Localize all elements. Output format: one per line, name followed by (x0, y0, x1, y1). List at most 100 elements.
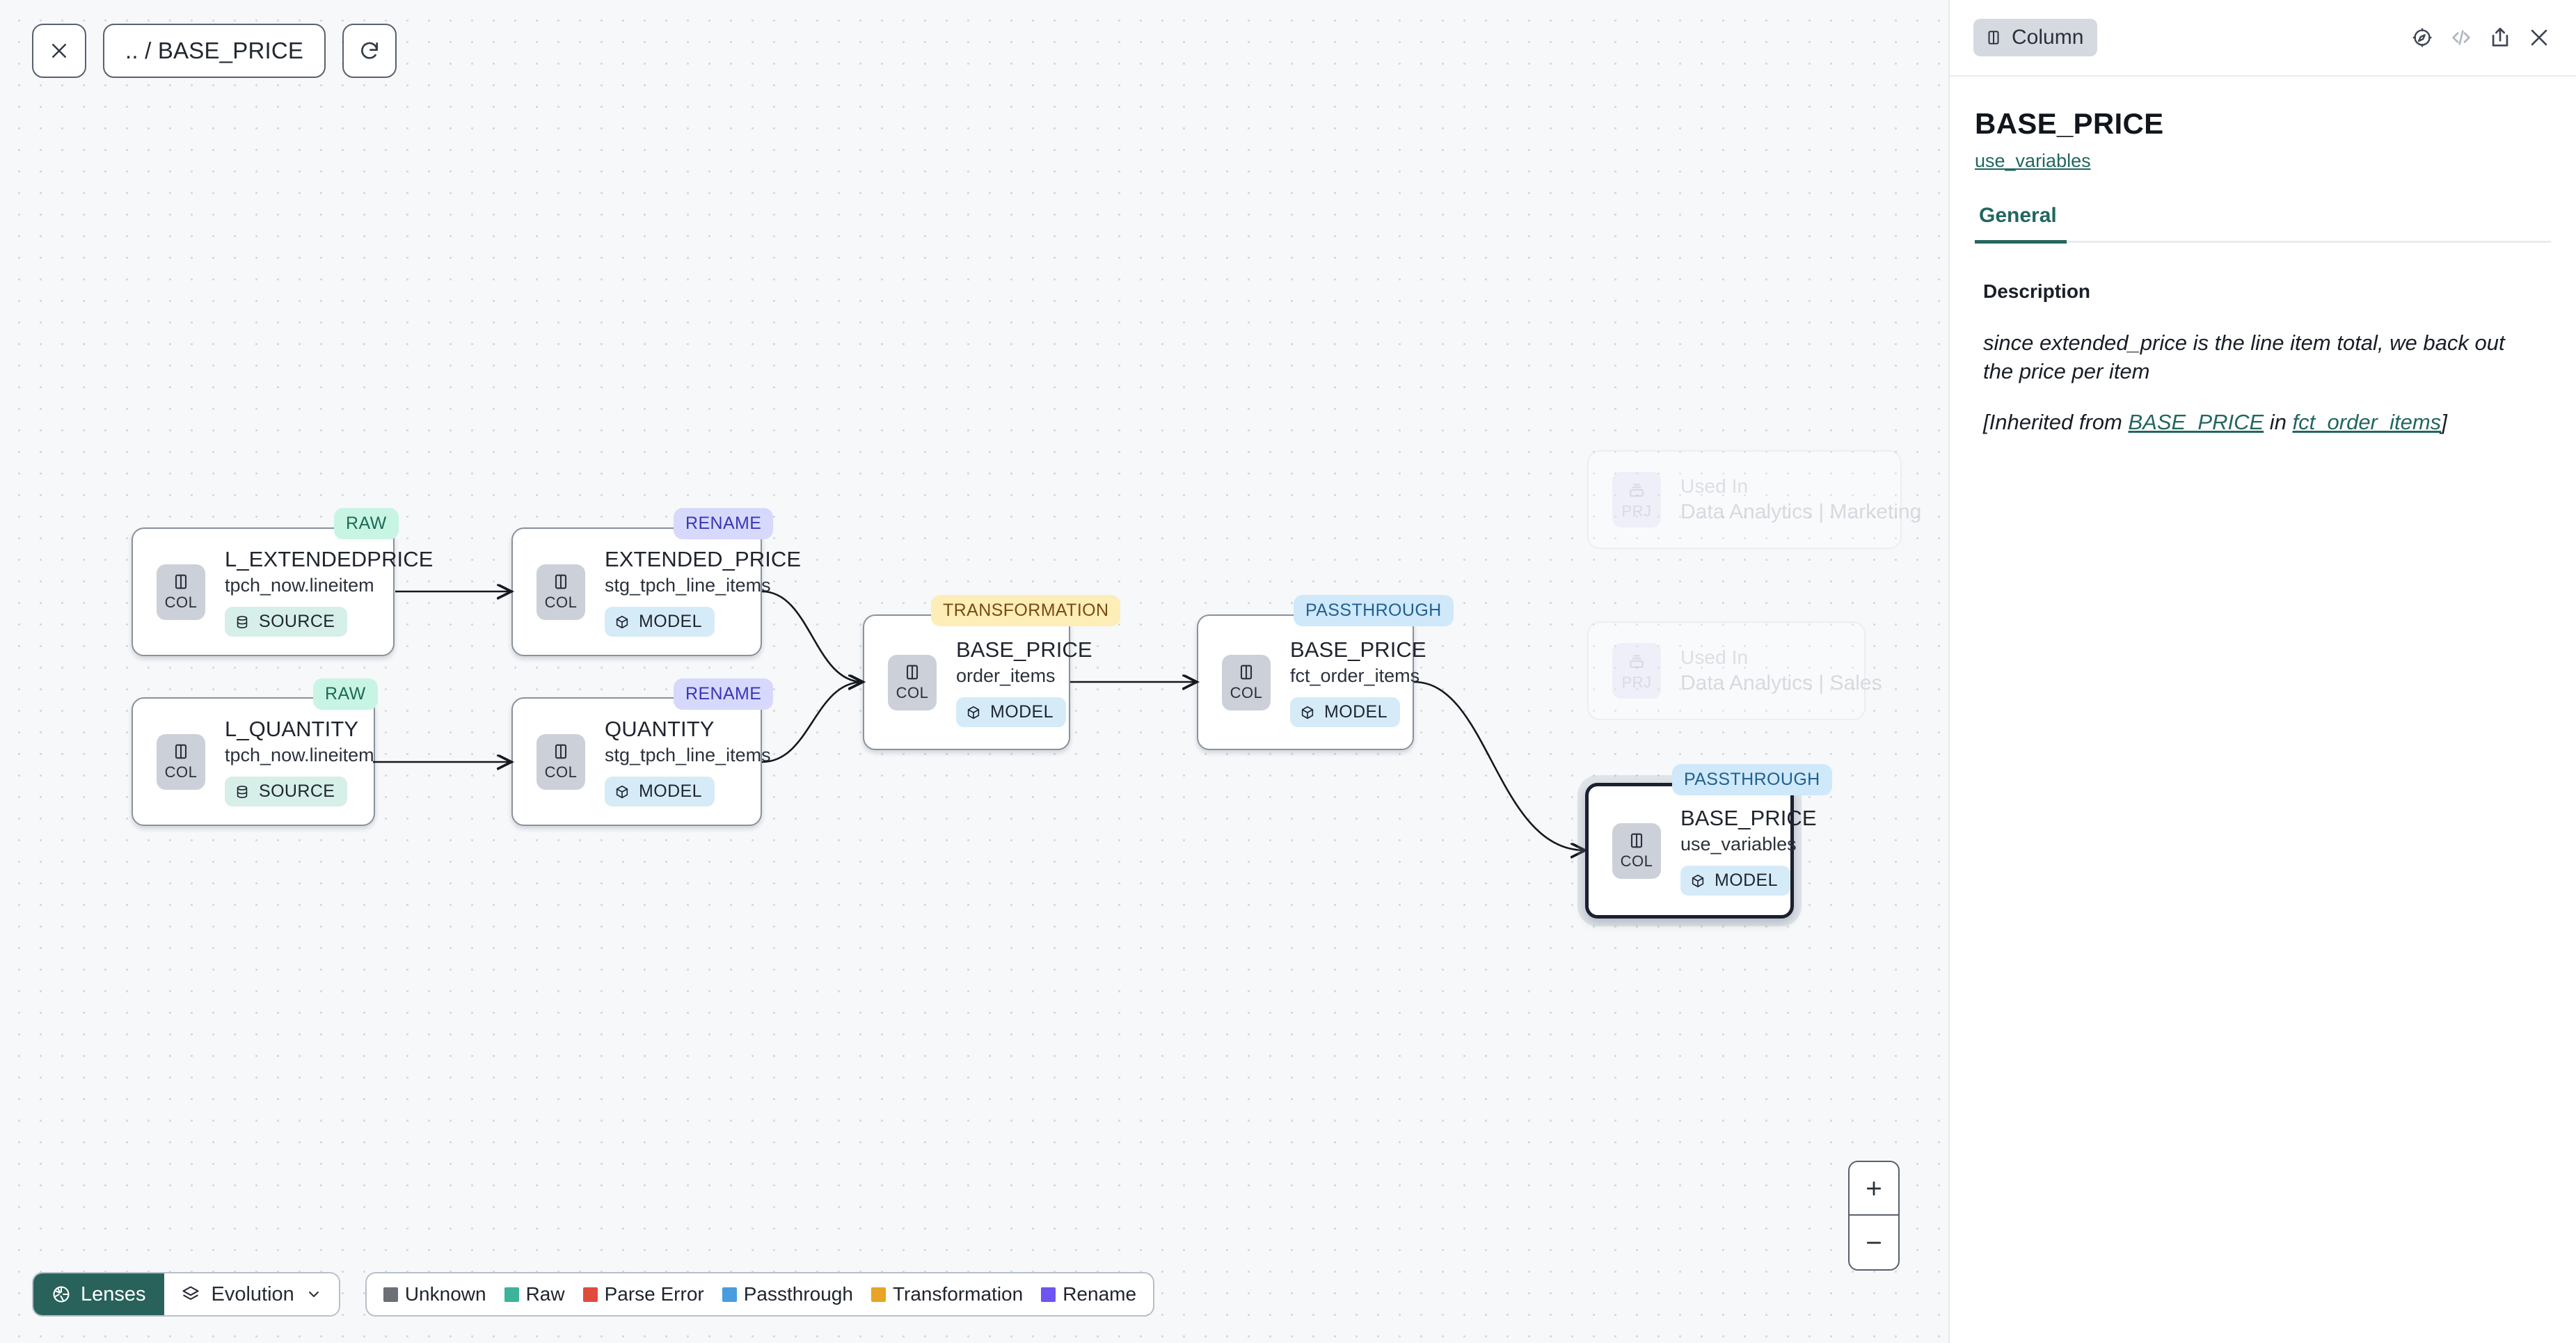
lineage-node-l-quantity[interactable]: COL L_QUANTITY tpch_now.lineitem SOURCE (132, 697, 375, 826)
zoom-controls (1848, 1161, 1900, 1271)
cube-icon (1692, 874, 1704, 887)
refresh-icon (361, 42, 379, 59)
node-pill-label: MODEL (990, 702, 1054, 722)
details-panel-header: Column (1950, 0, 2576, 77)
node-icon-label: COL (1230, 684, 1263, 701)
node-badge-raw: RAW (313, 678, 378, 710)
close-button[interactable] (32, 24, 86, 78)
node-title: BASE_PRICE (1290, 637, 1426, 662)
node-subtitle: Data Analytics | Marketing (1680, 500, 1922, 523)
used-in-node-sales: PRJ Used In Data Analytics | Sales (1587, 621, 1882, 720)
minus-icon (1866, 1241, 1882, 1243)
column-icon: COL (157, 733, 205, 790)
close-icon (52, 44, 66, 58)
node-subtitle: stg_tpch_line_items (605, 745, 771, 765)
evolution-dropdown[interactable]: Evolution (164, 1273, 339, 1315)
node-badge-rename: RENAME (674, 678, 774, 710)
node-subtitle: use_variables (1680, 834, 1797, 855)
node-icon-label: PRJ (1621, 502, 1652, 520)
lineage-node-l-extendedprice[interactable]: COL L_EXTENDEDPRICE tpch_now.lineitem SO… (132, 527, 433, 656)
node-badge-passthrough: PASSTHROUGH (1672, 764, 1832, 795)
node-pill-label: SOURCE (259, 612, 335, 631)
description-text: since extended_price is the line item to… (1983, 331, 2505, 383)
zoom-out-button[interactable] (1850, 1216, 1898, 1269)
legend-swatch (722, 1287, 737, 1302)
compass-icon[interactable] (2410, 26, 2434, 49)
node-pill-model: MODEL (605, 607, 715, 637)
legend-item-rename: Rename (1041, 1283, 1136, 1305)
legend-item-raw: Raw (504, 1283, 565, 1305)
legend-item-transformation: Transformation (870, 1283, 1023, 1305)
lenses-label: Lenses (81, 1282, 146, 1305)
node-icon-label: COL (896, 684, 929, 701)
lineage-node-base-price-use-variables[interactable]: COL BASE_PRICE use_variables MODEL (1585, 783, 1817, 919)
inherited-column-link[interactable]: BASE_PRICE (2128, 409, 2264, 434)
legend-swatch (383, 1287, 398, 1302)
inherited-model-link[interactable]: fct_order_items (2292, 409, 2442, 434)
node-title: BASE_PRICE (956, 637, 1092, 662)
legend-item-unknown: Unknown (383, 1283, 486, 1305)
legend-item-passthrough: Passthrough (722, 1283, 853, 1305)
lineage-canvas[interactable]: .. / BASE_PRICE (0, 0, 1948, 1343)
page-title: BASE_PRICE (1975, 107, 2164, 140)
node-title: Used In (1680, 646, 1749, 668)
refresh-button[interactable] (342, 24, 397, 78)
node-title: L_QUANTITY (225, 717, 359, 741)
evolution-label: Evolution (211, 1282, 294, 1305)
legend-item-parse-error: Parse Error (582, 1283, 704, 1305)
used-in-node-marketing: PRJ Used In Data Analytics | Marketing (1587, 450, 1921, 549)
node-pill-label: MODEL (639, 612, 702, 631)
node-pill-model: MODEL (1290, 697, 1400, 727)
zoom-in-button[interactable] (1850, 1162, 1898, 1216)
details-panel: Column BASE_PRICE use_variables Gener (1948, 0, 2576, 1343)
panel-tabs: General (1975, 204, 2551, 244)
lineage-node-base-price-order-items[interactable]: COL BASE_PRICE order_items MODEL (863, 614, 1092, 750)
aperture-icon (53, 1286, 70, 1303)
legend-label: Passthrough (743, 1283, 853, 1305)
node-subtitle: tpch_now.lineitem (225, 575, 374, 596)
column-icon (1988, 31, 1999, 45)
cube-icon (616, 785, 628, 798)
plus-icon (1866, 1181, 1882, 1195)
node-subtitle: order_items (956, 665, 1056, 686)
breadcrumb-label: .. / BASE_PRICE (125, 38, 304, 63)
tab-general[interactable]: General (1975, 204, 2067, 244)
entity-type-chip[interactable]: Column (1973, 19, 2098, 56)
chevron-down-icon (308, 1292, 319, 1297)
node-title: L_EXTENDEDPRICE (225, 547, 434, 571)
cube-icon (616, 615, 628, 628)
cube-icon (967, 706, 980, 719)
lineage-node-base-price-fct-order-items[interactable]: COL BASE_PRICE fct_order_items MODEL (1197, 614, 1426, 750)
node-subtitle: Data Analytics | Sales (1680, 672, 1882, 694)
lineage-node-extended-price[interactable]: COL EXTENDED_PRICE stg_tpch_line_items M… (511, 527, 801, 656)
code-icon[interactable] (2449, 26, 2473, 49)
section-heading-description: Description (1983, 280, 2091, 302)
lenses-button[interactable]: Lenses (33, 1273, 164, 1315)
legend-label: Parse Error (604, 1283, 704, 1305)
canvas-top-controls: .. / BASE_PRICE (32, 24, 397, 78)
node-pill-model: MODEL (605, 777, 715, 806)
legend-swatch (582, 1287, 598, 1302)
inherited-note: [Inherited from BASE_PRICE in fct_order_… (1983, 408, 2540, 437)
node-badge-passthrough: PASSTHROUGH (1294, 595, 1454, 626)
inherited-suffix: ] (2441, 409, 2447, 434)
column-icon: COL (157, 564, 205, 620)
node-pill-model: MODEL (1680, 866, 1790, 896)
node-pill-model: MODEL (956, 697, 1066, 727)
node-title: EXTENDED_PRICE (605, 547, 802, 571)
layers-icon (182, 1286, 199, 1301)
lineage-node-quantity[interactable]: COL QUANTITY stg_tpch_line_items MODEL (511, 697, 771, 826)
inherited-prefix: [Inherited from (1983, 409, 2129, 434)
node-pill-label: MODEL (1324, 702, 1388, 722)
project-icon: PRJ (1612, 643, 1661, 699)
share-icon[interactable] (2488, 26, 2512, 49)
breadcrumb-button[interactable]: .. / BASE_PRICE (103, 24, 326, 78)
column-icon: COL (1612, 823, 1661, 879)
close-icon[interactable] (2527, 26, 2551, 49)
parent-model-link[interactable]: use_variables (1975, 150, 2091, 171)
node-icon-label: COL (544, 763, 578, 781)
node-icon-label: COL (164, 594, 198, 611)
node-pill-source: SOURCE (225, 607, 348, 637)
column-icon: COL (536, 564, 585, 620)
